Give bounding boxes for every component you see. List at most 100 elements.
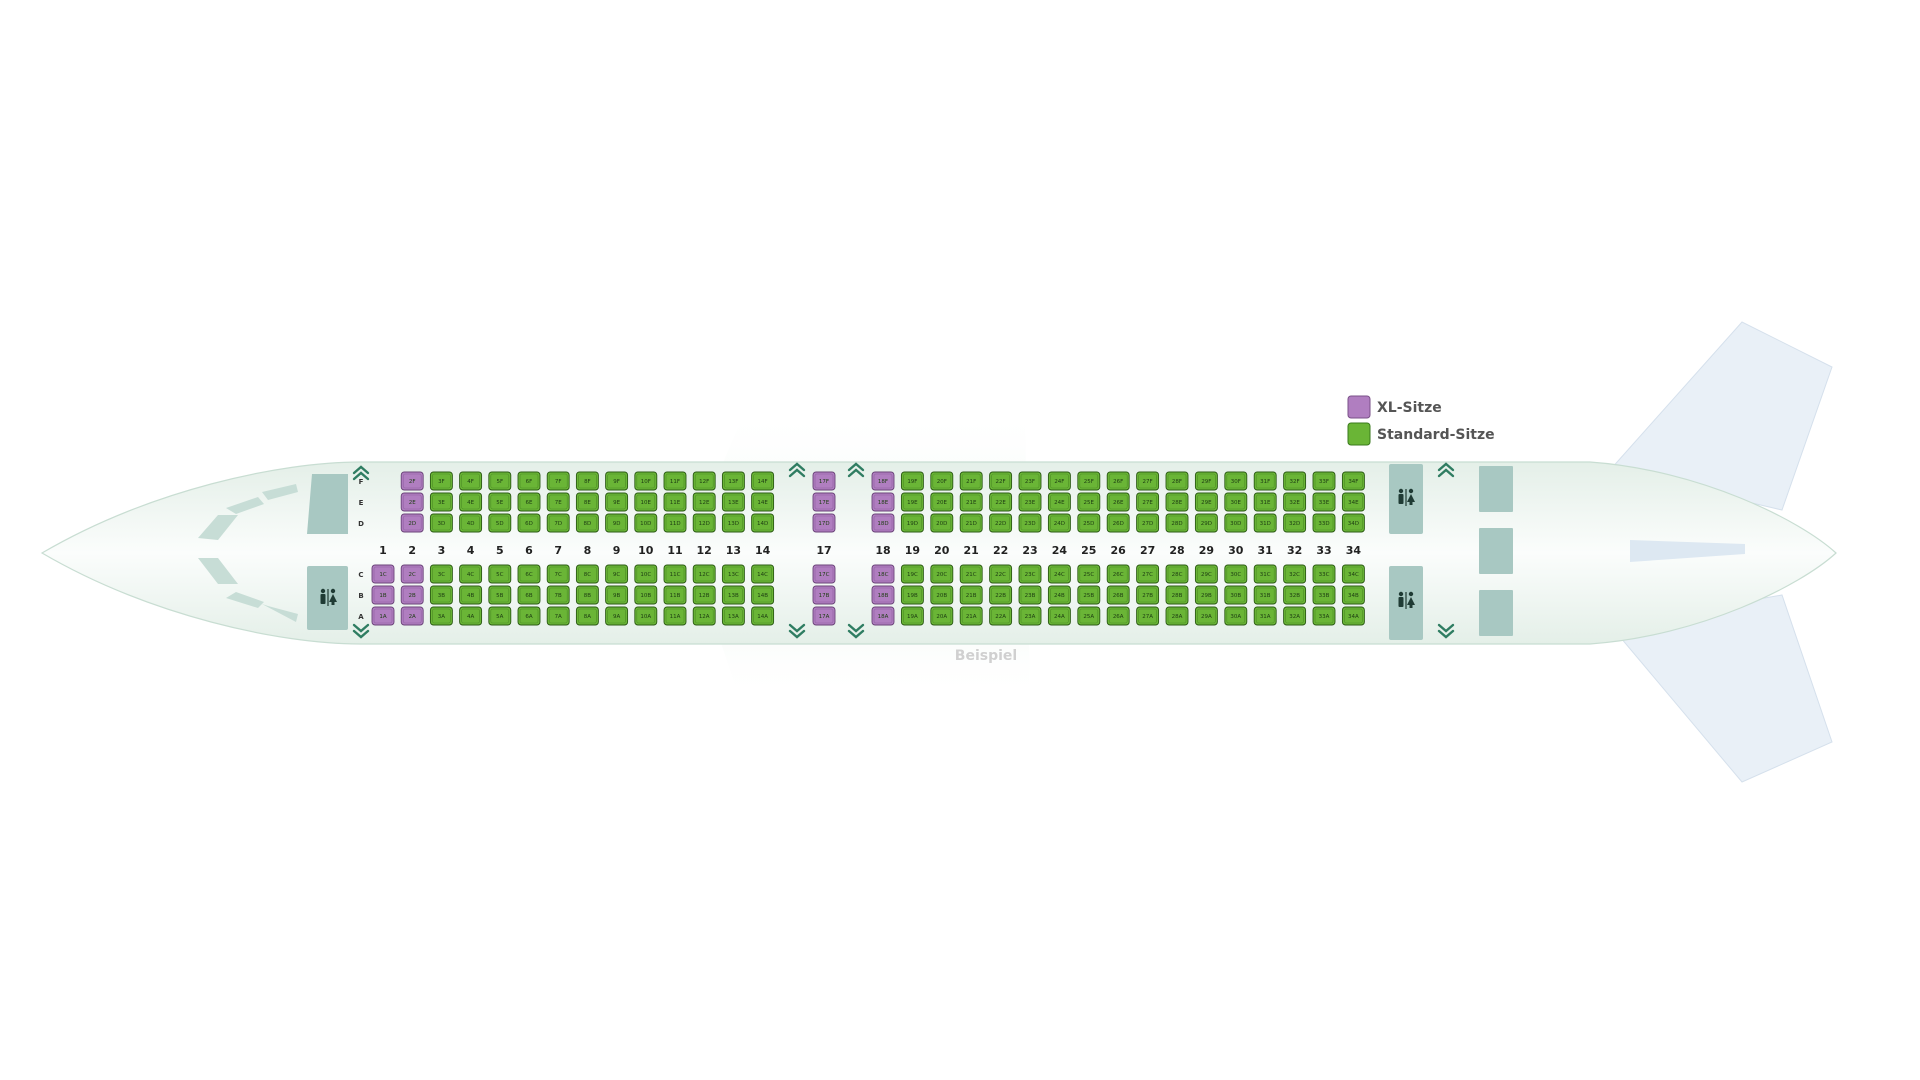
seat-19B[interactable]: 19B (900, 585, 924, 605)
seat-23C[interactable]: 23C (1018, 564, 1042, 584)
seat-27A[interactable]: 27A (1136, 606, 1160, 626)
seat-7A[interactable]: 7A (546, 606, 570, 626)
seat-18C[interactable]: 18C (871, 564, 895, 584)
seat-12F[interactable]: 12F (692, 471, 716, 491)
seat-12C[interactable]: 12C (692, 564, 716, 584)
seat-20B[interactable]: 20B (930, 585, 954, 605)
seat-29B[interactable]: 29B (1194, 585, 1218, 605)
seat-32D[interactable]: 32D (1283, 513, 1307, 533)
seat-8D[interactable]: 8D (575, 513, 599, 533)
seat-33F[interactable]: 33F (1312, 471, 1336, 491)
seat-28D[interactable]: 28D (1165, 513, 1189, 533)
seat-3A[interactable]: 3A (429, 606, 453, 626)
seat-14F[interactable]: 14F (751, 471, 775, 491)
seat-23A[interactable]: 23A (1018, 606, 1042, 626)
seat-6B[interactable]: 6B (517, 585, 541, 605)
seat-33D[interactable]: 33D (1312, 513, 1336, 533)
seat-8F[interactable]: 8F (575, 471, 599, 491)
seat-11A[interactable]: 11A (663, 606, 687, 626)
seat-9B[interactable]: 9B (605, 585, 629, 605)
seat-26E[interactable]: 26E (1106, 492, 1130, 512)
seat-34F[interactable]: 34F (1341, 471, 1365, 491)
seat-9F[interactable]: 9F (605, 471, 629, 491)
seat-30A[interactable]: 30A (1224, 606, 1248, 626)
seat-26B[interactable]: 26B (1106, 585, 1130, 605)
seat-22E[interactable]: 22E (989, 492, 1013, 512)
seat-31B[interactable]: 31B (1253, 585, 1277, 605)
seat-25E[interactable]: 25E (1077, 492, 1101, 512)
seat-2C[interactable]: 2C (400, 564, 424, 584)
seat-6A[interactable]: 6A (517, 606, 541, 626)
seat-18F[interactable]: 18F (871, 471, 895, 491)
seat-28C[interactable]: 28C (1165, 564, 1189, 584)
seat-14D[interactable]: 14D (751, 513, 775, 533)
seat-5D[interactable]: 5D (488, 513, 512, 533)
seat-34E[interactable]: 34E (1341, 492, 1365, 512)
seat-12A[interactable]: 12A (692, 606, 716, 626)
seat-10D[interactable]: 10D (634, 513, 658, 533)
seat-23D[interactable]: 23D (1018, 513, 1042, 533)
seat-7B[interactable]: 7B (546, 585, 570, 605)
seat-22C[interactable]: 22C (989, 564, 1013, 584)
seat-11D[interactable]: 11D (663, 513, 687, 533)
seat-4A[interactable]: 4A (459, 606, 483, 626)
seat-2D[interactable]: 2D (400, 513, 424, 533)
seat-30B[interactable]: 30B (1224, 585, 1248, 605)
seat-29A[interactable]: 29A (1194, 606, 1218, 626)
seat-3D[interactable]: 3D (429, 513, 453, 533)
seat-33C[interactable]: 33C (1312, 564, 1336, 584)
seat-4C[interactable]: 4C (459, 564, 483, 584)
seat-13A[interactable]: 13A (721, 606, 745, 626)
seat-21B[interactable]: 21B (959, 585, 983, 605)
seat-24E[interactable]: 24E (1047, 492, 1071, 512)
seat-31D[interactable]: 31D (1253, 513, 1277, 533)
seat-20A[interactable]: 20A (930, 606, 954, 626)
seat-8A[interactable]: 8A (575, 606, 599, 626)
seat-9A[interactable]: 9A (605, 606, 629, 626)
seat-5E[interactable]: 5E (488, 492, 512, 512)
seat-24B[interactable]: 24B (1047, 585, 1071, 605)
seat-10A[interactable]: 10A (634, 606, 658, 626)
seat-32E[interactable]: 32E (1283, 492, 1307, 512)
seat-26C[interactable]: 26C (1106, 564, 1130, 584)
seat-27B[interactable]: 27B (1136, 585, 1160, 605)
seat-17C[interactable]: 17C (812, 564, 836, 584)
seat-14E[interactable]: 14E (751, 492, 775, 512)
seat-25C[interactable]: 25C (1077, 564, 1101, 584)
seat-30E[interactable]: 30E (1224, 492, 1248, 512)
seat-29C[interactable]: 29C (1194, 564, 1218, 584)
seat-34C[interactable]: 34C (1341, 564, 1365, 584)
seat-19D[interactable]: 19D (900, 513, 924, 533)
seat-1B[interactable]: 1B (371, 585, 395, 605)
seat-1A[interactable]: 1A (371, 606, 395, 626)
seat-4B[interactable]: 4B (459, 585, 483, 605)
seat-17E[interactable]: 17E (812, 492, 836, 512)
seat-6D[interactable]: 6D (517, 513, 541, 533)
seat-27C[interactable]: 27C (1136, 564, 1160, 584)
seat-29D[interactable]: 29D (1194, 513, 1218, 533)
seat-13C[interactable]: 13C (721, 564, 745, 584)
seat-7C[interactable]: 7C (546, 564, 570, 584)
seat-4E[interactable]: 4E (459, 492, 483, 512)
seat-18D[interactable]: 18D (871, 513, 895, 533)
seat-32F[interactable]: 32F (1283, 471, 1307, 491)
seat-8C[interactable]: 8C (575, 564, 599, 584)
seat-26F[interactable]: 26F (1106, 471, 1130, 491)
seat-22D[interactable]: 22D (989, 513, 1013, 533)
seat-31C[interactable]: 31C (1253, 564, 1277, 584)
seat-31E[interactable]: 31E (1253, 492, 1277, 512)
seat-20E[interactable]: 20E (930, 492, 954, 512)
seat-32C[interactable]: 32C (1283, 564, 1307, 584)
seat-22B[interactable]: 22B (989, 585, 1013, 605)
seat-25B[interactable]: 25B (1077, 585, 1101, 605)
seat-34A[interactable]: 34A (1341, 606, 1365, 626)
seat-23B[interactable]: 23B (1018, 585, 1042, 605)
seat-5F[interactable]: 5F (488, 471, 512, 491)
seat-8B[interactable]: 8B (575, 585, 599, 605)
seat-21D[interactable]: 21D (959, 513, 983, 533)
seat-27E[interactable]: 27E (1136, 492, 1160, 512)
seat-25A[interactable]: 25A (1077, 606, 1101, 626)
seat-13F[interactable]: 13F (721, 471, 745, 491)
seat-20F[interactable]: 20F (930, 471, 954, 491)
seat-3F[interactable]: 3F (429, 471, 453, 491)
